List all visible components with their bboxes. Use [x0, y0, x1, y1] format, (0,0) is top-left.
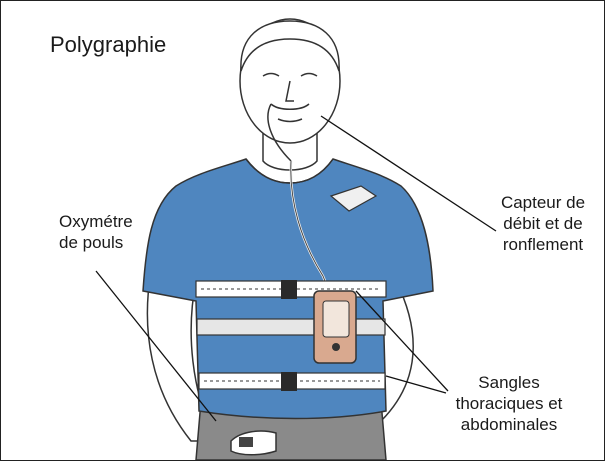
pulse-oximeter	[239, 437, 253, 447]
device-belt	[197, 319, 385, 335]
label-oximeter: Oxymétre de pouls	[59, 211, 133, 253]
label-flow-sensor: Capteur de débit et de ronflement	[488, 192, 598, 255]
diagram-title: Polygraphie	[50, 34, 166, 55]
abdominal-strap-clip	[281, 372, 297, 391]
chest-strap-clip	[281, 280, 297, 299]
label-straps: Sangles thoraciques et abdominales	[444, 372, 574, 435]
